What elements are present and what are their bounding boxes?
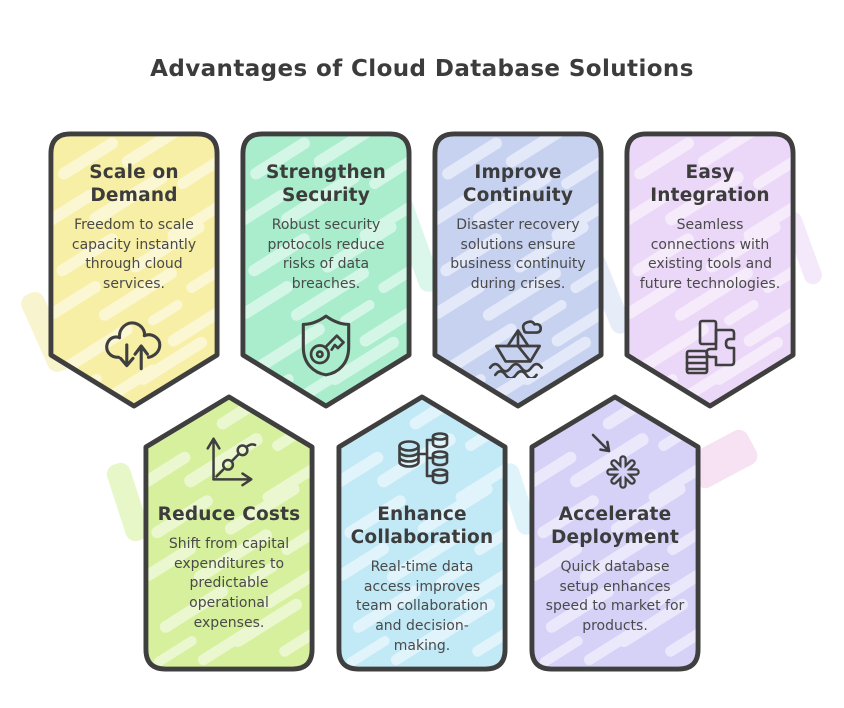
paper-boat-icon bbox=[485, 314, 551, 378]
banner-shape bbox=[240, 131, 412, 409]
card-accelerate-deployment: Accelerate Deployment Quick database set… bbox=[529, 393, 701, 672]
card-reduce-costs: Reduce Costs Shift from capital expendit… bbox=[143, 393, 315, 672]
card-description: Robust security protocols reduce risks o… bbox=[267, 217, 385, 293]
shield-key-icon bbox=[297, 312, 355, 378]
card-description: Seamless connections with existing tools… bbox=[639, 217, 781, 293]
card-title: Scale on Demand bbox=[89, 162, 179, 207]
card-title: Improve Continuity bbox=[462, 162, 574, 207]
banner-shape bbox=[336, 394, 508, 672]
card-title: Accelerate Deployment bbox=[550, 504, 680, 549]
card-title: Reduce Costs bbox=[157, 504, 301, 525]
card-description: Disaster recovery solutions ensure busin… bbox=[450, 217, 586, 293]
card-title: Easy Integration bbox=[650, 162, 770, 207]
card-description: Freedom to scale capacity instantly thro… bbox=[71, 217, 197, 293]
growth-chart-icon bbox=[197, 419, 261, 501]
card-strengthen-security: Strengthen Security Robust security prot… bbox=[240, 131, 412, 410]
card-description: Real-time data access improves team coll… bbox=[356, 559, 488, 654]
banner-shape bbox=[624, 131, 796, 409]
top-row: Scale on Demand Freedom to scale capacit… bbox=[48, 131, 796, 410]
banner-shape bbox=[143, 394, 315, 672]
card-title: Enhance Collaboration bbox=[350, 504, 494, 549]
card-enhance-collaboration: Enhance Collaboration Real-time data acc… bbox=[336, 393, 508, 672]
card-description: Shift from capital expenditures to predi… bbox=[168, 536, 290, 631]
banner-shape bbox=[432, 131, 604, 409]
card-title: Strengthen Security bbox=[266, 162, 386, 207]
card-scale-on-demand: Scale on Demand Freedom to scale capacit… bbox=[48, 131, 220, 410]
card-description: Quick database setup enhances speed to m… bbox=[545, 559, 685, 635]
cloud-updown-icon bbox=[101, 316, 167, 378]
banner-shape bbox=[529, 394, 701, 672]
card-easy-integration: Easy Integration Seamless connections wi… bbox=[624, 131, 796, 410]
database-network-icon bbox=[390, 419, 454, 501]
burst-arrow-icon bbox=[583, 419, 647, 501]
banner-shape bbox=[48, 131, 220, 409]
page-title: Advantages of Cloud Database Solutions bbox=[150, 56, 694, 82]
bottom-row: Reduce Costs Shift from capital expendit… bbox=[143, 393, 701, 672]
card-improve-continuity: Improve Continuity Disaster recovery sol… bbox=[432, 131, 604, 410]
puzzle-blocks-icon bbox=[680, 318, 740, 378]
